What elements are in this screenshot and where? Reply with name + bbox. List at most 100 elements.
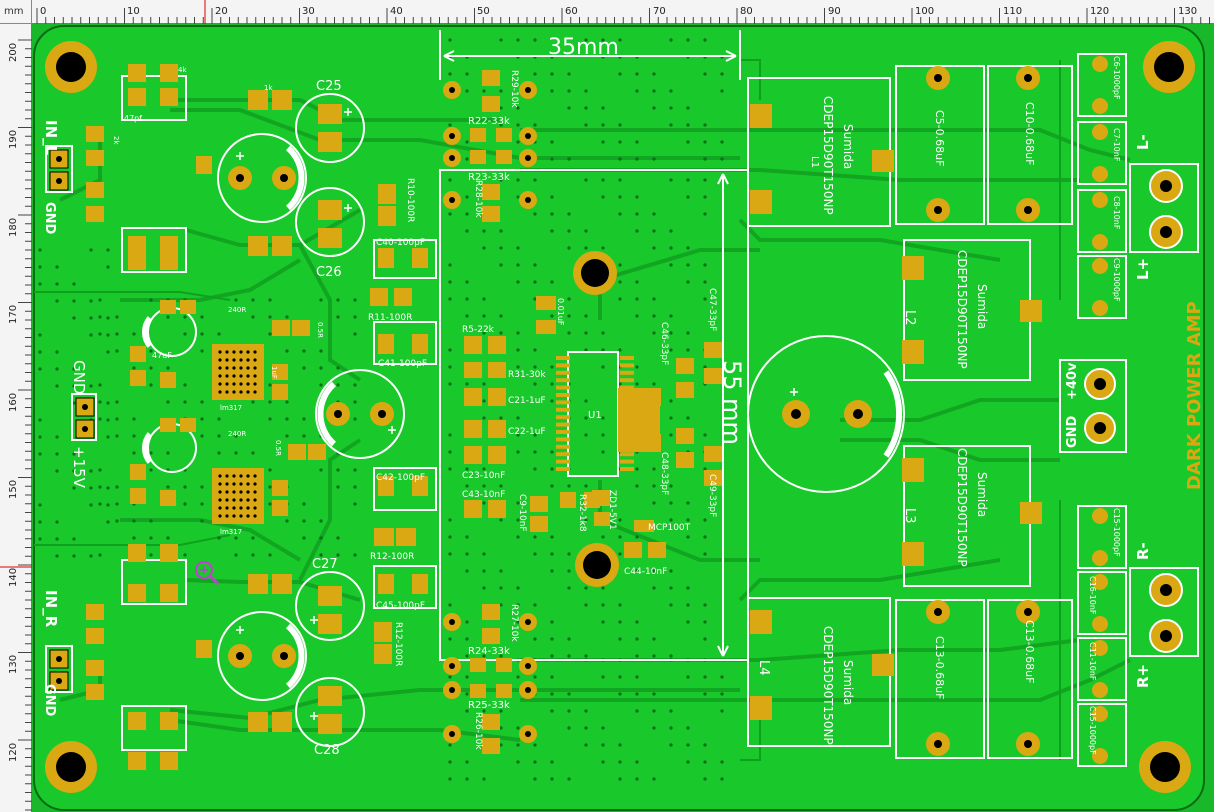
c26-label: C26 (316, 265, 342, 280)
ruler-top-label: 130 (1178, 6, 1197, 17)
k2-label: 2k (112, 136, 120, 145)
mounting-holes (45, 41, 1195, 793)
c13b-label: C13-0.68uF (1023, 620, 1036, 683)
through-hole-pads (49, 56, 1183, 764)
r5-label: R5-22k (462, 325, 495, 335)
label-hv-40v: +40v (1065, 362, 1080, 400)
label-in-l-gnd: GND (42, 202, 57, 235)
c47u-label: 47uF (152, 351, 172, 360)
c11-label: C11-10nF (1088, 642, 1097, 681)
silk-outlines (45, 30, 1199, 767)
r22-label: R22-33k (468, 116, 510, 127)
r05b-label: 0.5R (274, 440, 282, 456)
ruler-top-label: 80 (740, 6, 753, 17)
label-out-r-plus: R+ (1134, 664, 1152, 688)
r05a-label: 0.5R (316, 322, 324, 338)
l4-part: CDEP15D90T150NP (821, 626, 835, 745)
r23-label: R23-33k (468, 172, 510, 183)
r29-label: R29-10k (509, 70, 519, 108)
r10-label: R10-100R (405, 178, 415, 222)
ruler-top-label: 30 (302, 6, 315, 17)
label-hv-gnd: GND (1065, 415, 1080, 448)
ruler-top-label: 60 (565, 6, 578, 17)
ruler-top-label: 40 (390, 6, 403, 17)
r31-label: R31-30k (508, 370, 546, 380)
r24-label: R24-33k (468, 646, 510, 657)
c40-label: C40-100pF (376, 238, 425, 248)
k1-label: 1k (264, 84, 273, 92)
l3-part: CDEP15D90T150NP (955, 448, 969, 567)
label-in-r: IN_R (42, 590, 60, 628)
r240a-label: 240R (228, 306, 246, 314)
r32-label: R32-1k8 (577, 494, 587, 532)
l2-maker: Sumida (975, 284, 989, 329)
c28-label: C28 (314, 743, 340, 758)
cap-polarity-arcs (141, 145, 902, 689)
ruler-top-label: 70 (653, 6, 666, 17)
c5-label: C5-0.68uF (933, 110, 946, 166)
ruler-left-label: 120 (8, 743, 19, 762)
label-out-l-plus: L+ (1134, 258, 1152, 280)
ruler-top-label: 100 (915, 6, 934, 17)
c01-label: 0.01uF (556, 298, 565, 326)
mcp-label: MCP100T (648, 523, 691, 533)
c41-label: C41-100pF (378, 359, 427, 369)
ruler-left[interactable] (0, 24, 32, 812)
label-out-l-minus: L- (1134, 134, 1152, 150)
c23-label: C23-10nF (462, 471, 505, 481)
k4-label: 4k (178, 66, 187, 74)
r25-label: R25-33k (468, 700, 510, 711)
ruler-top-label: 110 (1003, 6, 1022, 17)
r11-label: R11-100R (368, 313, 412, 323)
r13-label: R12-100R (393, 622, 403, 666)
silkscreen-text: 35mm 55 mm DARK POWER AMP IN_L GND IN_R … (42, 35, 1205, 758)
ruler-top-label: 10 (127, 6, 140, 17)
c13a-label: C13-0.68uF (933, 636, 946, 699)
c27-label: C27 (312, 557, 338, 572)
c15b-label: C15-1000pF (1088, 706, 1097, 755)
zd-label: ZD1-5V1 (607, 490, 617, 530)
ruler-left-label: 140 (8, 568, 19, 587)
c48-label: C48-33pF (659, 452, 669, 495)
c44-label: C44-10nF (624, 567, 667, 577)
c43-label: C43-10nF (462, 490, 505, 500)
ruler-top-label: 90 (828, 6, 841, 17)
c10-label: C10-0.68uF (1023, 102, 1036, 165)
ruler-top-label: 20 (215, 6, 228, 17)
label-pwr-15v: +15V (70, 446, 88, 489)
c16-label: C16-10nF (1088, 576, 1097, 615)
lm1-label: lm317 (220, 404, 242, 412)
c42-label: C42-100pF (376, 473, 425, 483)
ruler-left-label: 190 (8, 130, 19, 149)
polarity-plus-marks (236, 108, 798, 720)
label-out-r-minus: R- (1134, 542, 1152, 560)
c15a-label: C15-1000pF (1112, 508, 1121, 557)
c47-label: C47-33pF (707, 288, 717, 331)
c6-label: C6-1000pF (1112, 56, 1121, 100)
c9b-label: C9-1000pF (1112, 258, 1121, 302)
ruler-top-label: 0 (40, 6, 46, 17)
lm317-regulators (212, 344, 264, 524)
c45-label: C45-100pF (376, 601, 425, 611)
label-in-r-gnd: GND (42, 684, 57, 717)
c25-label: C25 (316, 79, 342, 94)
c49-label: C49-33pF (707, 474, 717, 517)
l3-ref: L3 (902, 508, 917, 524)
smd-pads (86, 64, 1042, 770)
dimension-55mm: 55 mm (718, 360, 746, 445)
ruler-left-label: 170 (8, 305, 19, 324)
u1-label: U1 (588, 410, 602, 421)
lm2-label: lm317 (220, 528, 242, 536)
l2-ref: L2 (902, 310, 917, 326)
ruler-left-label: 180 (8, 218, 19, 237)
ground-pour-lines (34, 59, 1061, 761)
label-pwr-gnd: GND (70, 360, 88, 394)
ruler-left-label: 150 (8, 480, 19, 499)
brand-dark-power-amp: DARK POWER AMP (1184, 301, 1205, 490)
c8-label: C8-10nF (1112, 196, 1121, 230)
c22-label: C22-1uF (508, 427, 546, 437)
